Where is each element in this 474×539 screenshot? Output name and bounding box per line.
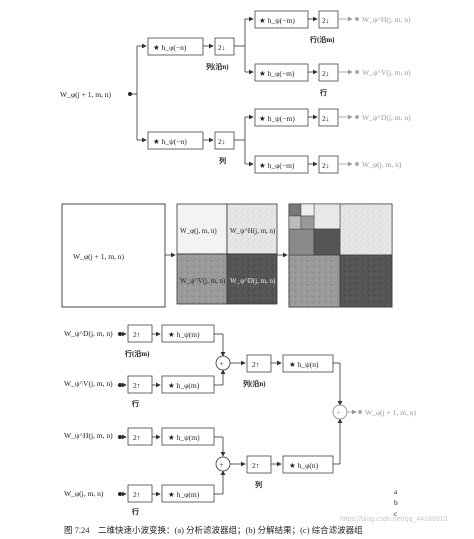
sum-node-1-sign: + — [220, 359, 224, 368]
downsample-2-lower — [214, 131, 235, 150]
downsample-row-2-label: 2↓ — [322, 69, 330, 78]
approx-cell — [176, 203, 228, 255]
filter-h-psi-neg-m-2-label: ★ h_ψ(−m) — [259, 114, 295, 123]
synth-input-wv: W_ψ^V(j, m, n) — [64, 379, 113, 388]
horizontal-cell-label: W_ψ^H(j, m, n) — [230, 227, 276, 235]
original-image-block — [61, 203, 166, 308]
upsample-1 — [127, 324, 153, 343]
synth-filter-4-label: ★ h_φ(m) — [168, 490, 200, 499]
upsample-4 — [127, 484, 153, 503]
upsample-merge-2 — [246, 455, 272, 474]
filter-h-phi-neg-m-1-label: ★ h_φ(−m) — [259, 69, 295, 78]
synth-filter-2 — [161, 375, 215, 394]
row-along-m-label: 行(沿m) — [309, 35, 335, 44]
row-label-1: 行 — [319, 88, 327, 97]
downsample-row-1 — [318, 10, 339, 29]
output-wd-label: W_ψ^D(j, m, n) — [362, 113, 411, 122]
sum-node-final-sign: + — [337, 408, 341, 417]
filter-h-phi-neg-m-2-label: ★ h_φ(−m) — [259, 161, 295, 170]
horizontal-cell — [226, 203, 278, 255]
synth-output-label: W_φ(j + 1, m, n) — [365, 408, 417, 417]
synth-filter-1 — [161, 324, 215, 343]
synth-column-label: 列 — [255, 480, 262, 489]
synth-row-label-2: 行 — [131, 507, 139, 516]
synth-filter-2-label: ★ h_φ(m) — [168, 381, 200, 390]
column-label: 列 — [219, 156, 226, 165]
filter-h-psi-neg-m-1-label: ★ h_ψ(−m) — [259, 16, 295, 25]
output-wv-label: W_ψ^V(j, m, n) — [362, 68, 411, 77]
decomposition-result: W_φ(j + 1, m, n) W_φ(j, m, n) W_ψ^H(j, m… — [61, 203, 393, 308]
approx-cell-label: W_φ(j, m, n) — [180, 227, 217, 235]
diagonal-cell-label: W_ψ^D(j, m, n) — [230, 277, 276, 285]
analysis-input-label: W_φ(j + 1, m, n) — [60, 90, 112, 99]
filter-h-phi-neg-n-label: ★ h_φ(−n) — [153, 43, 187, 52]
diagonal-cell — [226, 253, 278, 305]
synth-filter-3-label: ★ h_ψ(m) — [168, 433, 200, 442]
filter-h-psi-neg-m-1 — [254, 10, 309, 29]
synth-input-wd: W_ψ^D(j, m, n) — [64, 329, 113, 338]
synth-filter-merge-2 — [282, 455, 334, 474]
downsample-row-3 — [318, 108, 339, 127]
downsample-2-upper — [214, 37, 235, 56]
output-wh-label: W_ψ^H(j, m, n) — [362, 15, 411, 24]
synth-row-along-m-label: 行(沿m) — [124, 349, 150, 358]
downsample-2-upper-label: 2↓ — [218, 43, 226, 52]
synth-filter-1-label: ★ h_ψ(m) — [168, 330, 200, 339]
upsample-3-label: 2↑ — [133, 433, 141, 442]
downsample-row-3-label: 2↓ — [322, 114, 330, 123]
synth-filter-4 — [161, 484, 215, 503]
downsample-row-2 — [318, 63, 339, 82]
output-node-3 — [355, 115, 359, 119]
synth-filter-merge-1-label: ★ h_ψ(n) — [289, 360, 319, 369]
downsample-row-4 — [318, 155, 339, 174]
filter-h-phi-neg-m-2 — [254, 155, 309, 174]
panel-letter-a: a — [394, 487, 398, 496]
output-node-4 — [355, 162, 359, 166]
upsample-2 — [127, 375, 153, 394]
column-along-n-label: 列(沿n) — [206, 62, 229, 71]
downsample-row-4-label: 2↓ — [322, 161, 330, 170]
watermark-text: https://blog.csdn.net/qq_44189910 — [340, 516, 448, 523]
upsample-4-label: 2↑ — [133, 490, 141, 499]
filter-h-phi-neg-n — [147, 37, 204, 56]
output-node-2 — [355, 70, 359, 74]
second-level-decomposition — [288, 203, 393, 308]
output-wphi-label: W_φ(j, m, n) — [362, 160, 402, 169]
panel-letter-b: b — [394, 498, 398, 507]
filter-h-psi-neg-n — [147, 131, 204, 150]
filter-h-psi-neg-m-2 — [254, 108, 309, 127]
synth-input-wh: W_ψ^H(j, m, n) — [64, 431, 113, 440]
upsample-3 — [127, 427, 153, 446]
vertical-cell-label: W_ψ^V(j, m, n) — [180, 277, 226, 285]
upsample-merge-2-label: 2↑ — [252, 461, 260, 470]
downsample-2-lower-label: 2↓ — [218, 137, 226, 146]
upsample-1-label: 2↑ — [133, 330, 141, 339]
output-node-1 — [355, 17, 359, 21]
figure-caption: 图 7.24 二维快速小波变换：(a) 分析滤波器组；(b) 分解结果；(c) … — [64, 525, 363, 535]
upsample-merge-1-label: 2↑ — [252, 360, 260, 369]
downsample-row-1-label: 2↓ — [322, 16, 330, 25]
filter-h-psi-neg-n-label: ★ h_ψ(−n) — [153, 137, 187, 146]
upsample-merge-1 — [246, 354, 272, 373]
synth-row-label-1: 行 — [131, 399, 139, 408]
synth-column-along-n-label: 列(沿n) — [243, 379, 266, 388]
synth-filter-merge-2-label: ★ h_φ(n) — [289, 461, 319, 470]
synth-filter-3 — [161, 427, 215, 446]
panel-letter-c: c — [394, 509, 398, 518]
upsample-2-label: 2↑ — [133, 381, 141, 390]
vertical-cell — [176, 253, 228, 305]
synth-filter-merge-1 — [282, 354, 334, 373]
analysis-filter-bank: W_φ(j + 1, m, n) ★ h_φ(−n) 2↓ 列(沿n) ★ h_… — [60, 10, 411, 174]
sum-node-2-sign: + — [220, 460, 224, 469]
original-image-label: W_φ(j + 1, m, n) — [73, 252, 125, 261]
synthesis-filter-bank: W_ψ^D(j, m, n) 2↑ 行(沿m) ★ h_ψ(m) W_ψ^V(j… — [64, 324, 417, 516]
filter-h-phi-neg-m-1 — [254, 63, 309, 82]
synth-input-wphi: W_φ(j, m, n) — [64, 489, 104, 498]
